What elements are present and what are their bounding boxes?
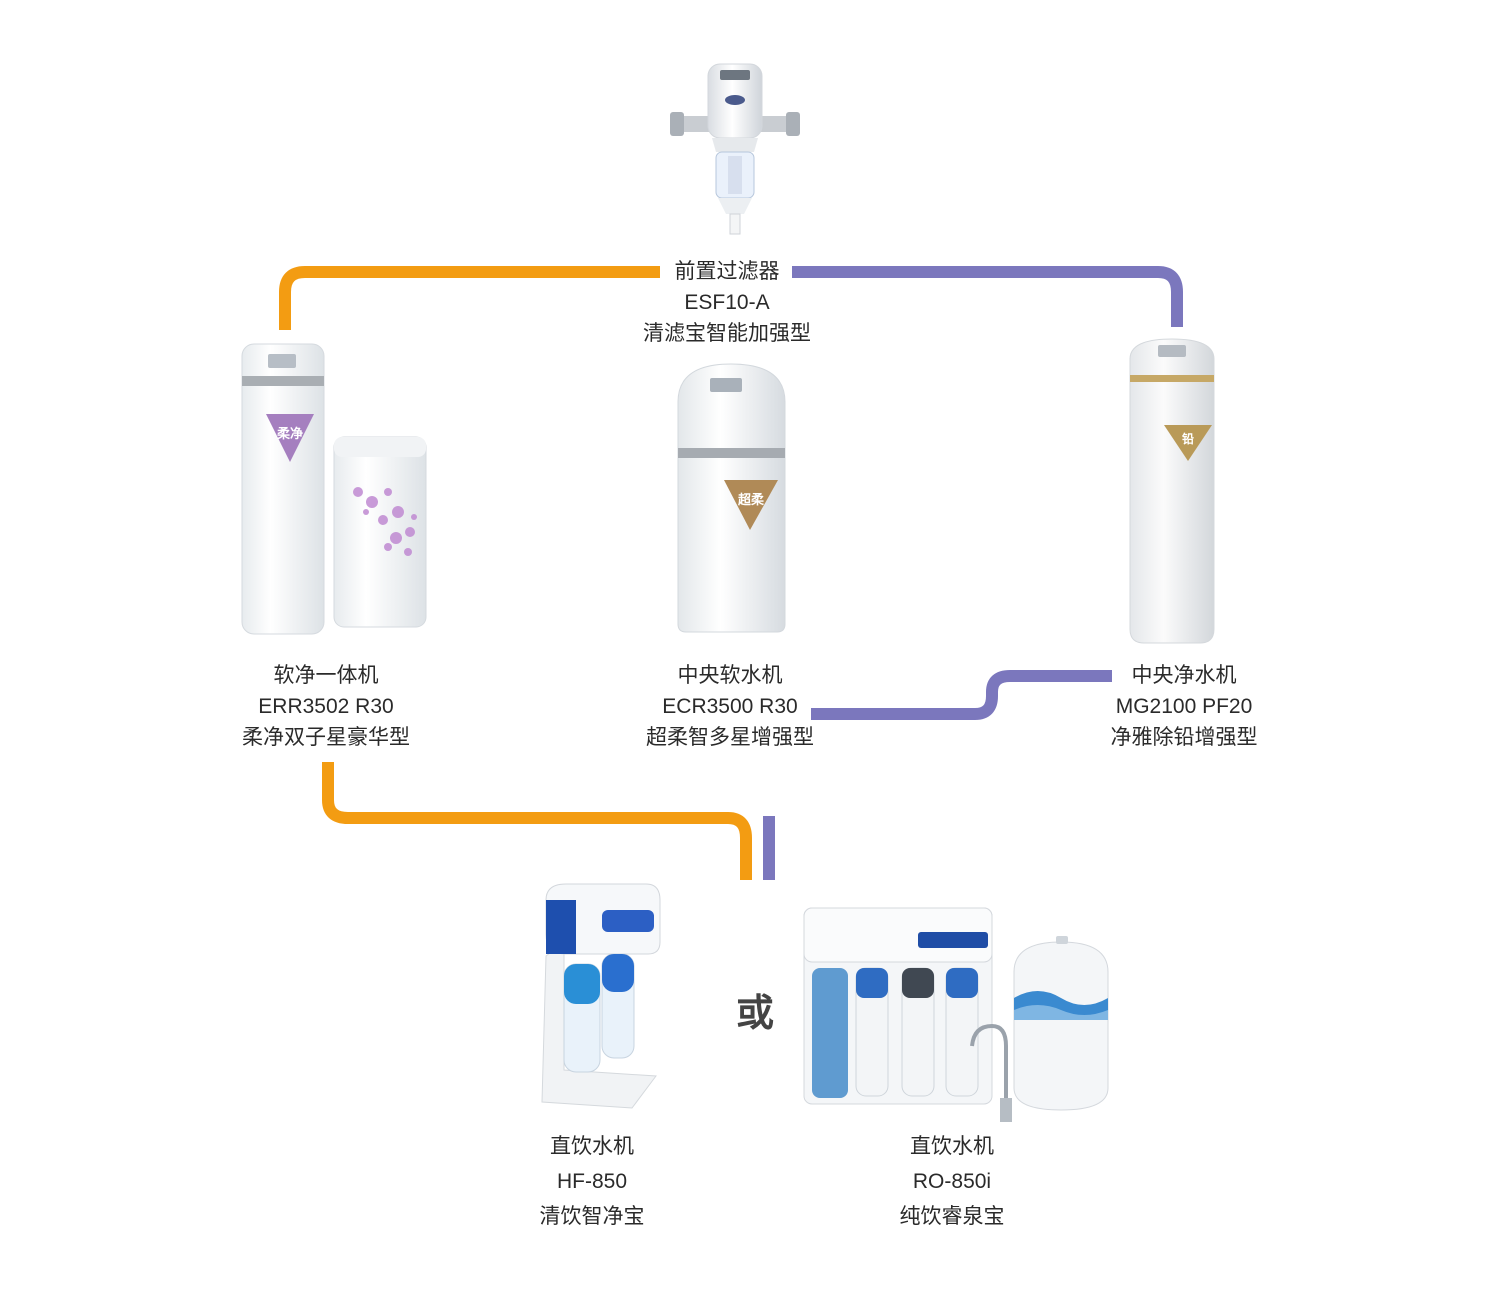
- purifier-name: 净雅除铅增强型: [1110, 726, 1258, 749]
- orange-line-combo-to-drinking: [322, 762, 752, 880]
- hf850-name: 清饮智净宝: [539, 1205, 645, 1228]
- hf850-model: HF-850: [556, 1170, 628, 1193]
- purifier-model: MG2100 PF20: [1115, 695, 1253, 718]
- softener-combo-icon: 柔净: [241, 343, 427, 635]
- orange-line-prefilter-to-combo: [279, 266, 660, 330]
- purple-line-softener-to-purifier: [811, 670, 1112, 720]
- combo-model: ERR3502 R30: [258, 695, 394, 718]
- purple-line-prefilter-to-purifier: [792, 266, 1183, 327]
- label-softener: 中央软水机 ECR3500 R30 超柔智多星增强型: [600, 660, 860, 753]
- prefilter-type: 前置过滤器: [674, 260, 780, 283]
- softener-name: 超柔智多星增强型: [646, 726, 814, 749]
- label-combo: 软净一体机 ERR3502 R30 柔净双子星豪华型: [196, 660, 456, 753]
- label-hf850: 直饮水机 HF-850 清饮智净宝: [462, 1129, 722, 1234]
- prefilter-name: 清滤宝智能加强型: [643, 322, 811, 345]
- purifier-type: 中央净水机: [1131, 664, 1237, 687]
- label-ro850i: 直饮水机 RO-850i 纯饮睿泉宝: [822, 1129, 1082, 1234]
- label-purifier: 中央净水机 MG2100 PF20 净雅除铅增强型: [1054, 660, 1314, 753]
- ro850i-type: 直饮水机: [910, 1135, 994, 1158]
- central-purifier-icon: 铅: [1129, 338, 1215, 644]
- ro850i-model: RO-850i: [912, 1170, 992, 1193]
- softener-badge-text: 超柔: [738, 492, 765, 508]
- softener-model: ECR3500 R30: [662, 695, 798, 718]
- or-text: 或: [736, 993, 775, 1035]
- combo-name: 柔净双子星豪华型: [242, 726, 410, 749]
- water-softener-icon: 超柔: [677, 363, 786, 633]
- label-prefilter: 前置过滤器 ESF10-A 清滤宝智能加强型: [597, 256, 857, 349]
- hf850-type: 直饮水机: [550, 1135, 634, 1158]
- combo-badge-text: 柔净: [276, 426, 303, 442]
- purifier-badge-text: 铅: [1181, 431, 1194, 446]
- combo-type: 软净一体机: [273, 664, 379, 687]
- ro-system-icon: [803, 907, 1109, 1122]
- prefilter-model: ESF10-A: [684, 291, 770, 314]
- ro850i-name: 纯饮睿泉宝: [899, 1205, 1005, 1228]
- softener-type: 中央软水机: [677, 664, 783, 687]
- hf-filter-icon: [541, 883, 661, 1109]
- prefilter-icon: [670, 63, 800, 235]
